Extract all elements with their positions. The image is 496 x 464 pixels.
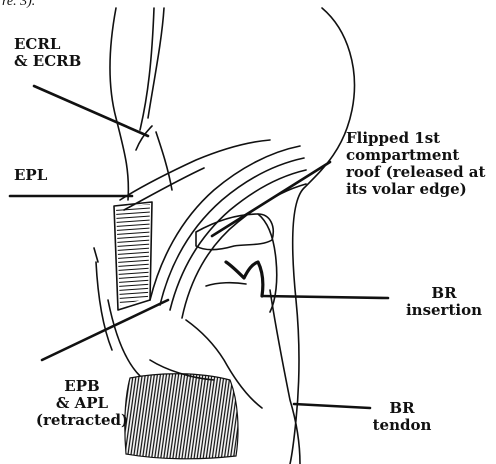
label-epl-line: EPL [14, 167, 47, 184]
label-flipped-roof: Flipped 1st compartment roof (released a… [346, 130, 485, 198]
label-ecrl-ecrb: ECRL & ECRB [14, 36, 81, 70]
label-flipped-line-1: Flipped 1st [346, 130, 485, 147]
label-flipped-line-2: compartment [346, 147, 485, 164]
label-br-insertion: BR insertion [404, 285, 484, 319]
label-flipped-line-3: roof (released at [346, 164, 485, 181]
label-br-tendon: BR tendon [370, 400, 434, 434]
label-br-insertion-line-1: BR [404, 285, 484, 302]
label-br-tendon-line-2: tendon [370, 417, 434, 434]
label-br-tendon-line-1: BR [370, 400, 434, 417]
label-epb-apl: EPB & APL (retracted) [34, 378, 130, 429]
label-br-insertion-line-2: insertion [404, 302, 484, 319]
label-epb-line: EPB [34, 378, 130, 395]
label-apl-line: & APL [34, 395, 130, 412]
label-ecrl-line: ECRL [14, 36, 81, 53]
caption-fragment: re. 3). [2, 0, 35, 10]
label-retracted-line: (retracted) [34, 412, 130, 429]
label-flipped-line-4: its volar edge) [346, 181, 485, 198]
label-ecrb-line: & ECRB [14, 53, 81, 70]
label-epl: EPL [14, 167, 47, 184]
